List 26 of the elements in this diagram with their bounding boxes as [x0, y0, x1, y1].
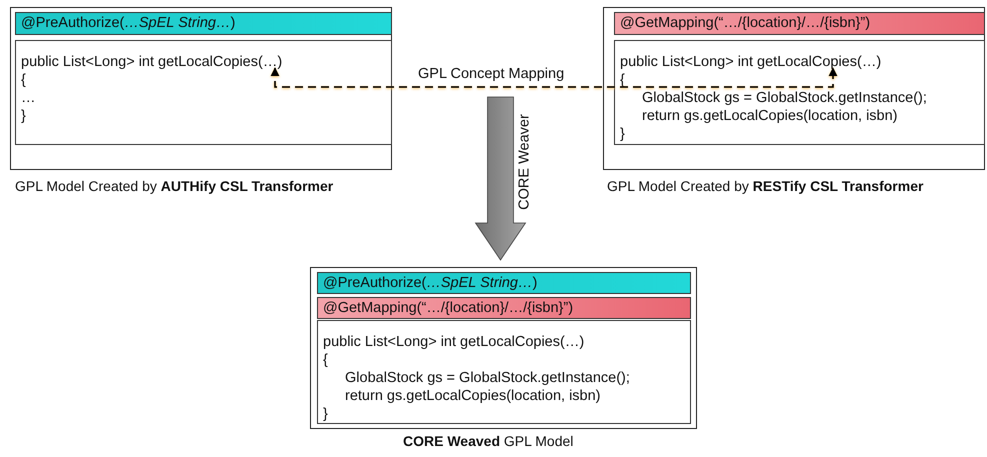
block-arrow — [474, 96, 526, 261]
model-caption: CORE Weaved GPL Model — [403, 433, 574, 449]
code-line: … — [21, 89, 36, 107]
code-line: } — [21, 107, 26, 125]
annotation-bar: @GetMapping(“…/{location}/…/{isbn}”) — [614, 12, 985, 35]
code-line: { — [323, 351, 328, 369]
annotation-bar: @GetMapping(“…/{location}/…/{isbn}”) — [317, 297, 691, 319]
code-line: GlobalStock gs = GlobalStock.getInstance(); — [641, 89, 927, 107]
code-line: return gs.getLocalCopies(location, isbn) — [344, 387, 600, 405]
model-caption: GPL Model Created by AUTHify CSL Transformer — [15, 178, 334, 194]
mapping-arrow — [270, 67, 838, 88]
code-line: } — [323, 405, 328, 423]
code-box — [317, 320, 691, 424]
code-line: GlobalStock gs = GlobalStock.getInstance(); — [344, 369, 630, 387]
annotation-bar: @PreAuthorize(…SpEL String…) — [15, 12, 392, 35]
code-box — [614, 40, 985, 145]
code-line: public List<Long> int getLocalCopies(…) — [21, 53, 282, 71]
code-line: public List<Long> int getLocalCopies(…) — [323, 333, 584, 351]
code-line: { — [21, 71, 26, 89]
code-line: public List<Long> int getLocalCopies(…) — [620, 53, 882, 71]
code-box — [15, 40, 392, 145]
edge-label: GPL Concept Mapping — [416, 66, 566, 83]
annotation-bar: @PreAuthorize(…SpEL String…) — [317, 272, 691, 294]
code-line: } — [620, 125, 625, 143]
model-caption: GPL Model Created by RESTify CSL Transformer — [607, 178, 924, 194]
code-line: return gs.getLocalCopies(location, isbn) — [641, 107, 898, 125]
